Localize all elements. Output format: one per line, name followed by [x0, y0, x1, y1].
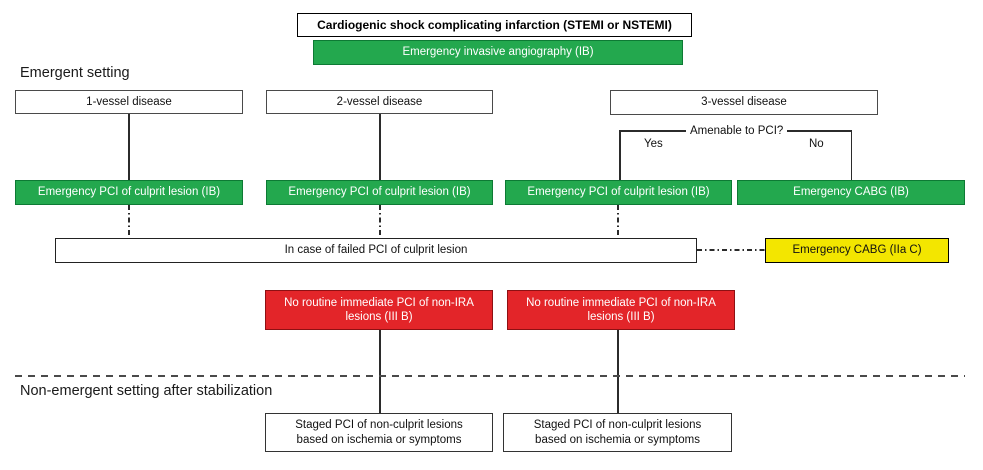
node-staged-pci-1: Staged PCI of non-culprit lesions based …	[265, 413, 493, 452]
staged-pci-2-line2: based on ischemia or symptoms	[535, 433, 700, 446]
no-routine-pci-2-line2: lesions (III B)	[587, 311, 655, 323]
connector-vessel1-pci1	[128, 114, 130, 180]
decision-no-label: No	[805, 137, 828, 151]
divider-dashed	[15, 375, 965, 377]
section-label-non-emergent: Non-emergent setting after stabilization	[20, 383, 273, 399]
node-emergency-cabg-ib: Emergency CABG (IB)	[737, 180, 965, 205]
decision-yes-label: Yes	[640, 137, 667, 151]
node-emergency-pci-culprit-1: Emergency PCI of culprit lesion (IB)	[15, 180, 243, 205]
node-emergency-pci-culprit-3: Emergency PCI of culprit lesion (IB)	[505, 180, 732, 205]
connector-pci1-failed	[128, 205, 130, 238]
staged-pci-1-line2: based on ischemia or symptoms	[296, 433, 462, 446]
node-2-vessel-disease: 2-vessel disease	[266, 90, 493, 114]
staged-pci-1-line1: Staged PCI of non-culprit lesions	[295, 419, 463, 432]
node-emergency-angiography: Emergency invasive angiography (IB)	[313, 40, 683, 65]
node-3-vessel-disease: 3-vessel disease	[610, 90, 878, 115]
node-failed-pci: In case of failed PCI of culprit lesion	[55, 238, 697, 263]
node-staged-pci-2: Staged PCI of non-culprit lesions based …	[503, 413, 732, 452]
node-title: Cardiogenic shock complicating infarctio…	[297, 13, 692, 37]
decision-question-label: Amenable to PCI?	[686, 123, 788, 138]
connector-pci3-failed	[617, 205, 619, 238]
connector-failed-cabg	[697, 249, 765, 251]
node-1-vessel-disease: 1-vessel disease	[15, 90, 243, 114]
connector-pci2-failed	[379, 205, 381, 238]
no-routine-pci-1-line1: No routine immediate PCI of non-IRA	[284, 296, 474, 309]
node-emergency-pci-culprit-2: Emergency PCI of culprit lesion (IB)	[266, 180, 493, 205]
connector-red1-staged1	[379, 330, 381, 413]
no-routine-pci-2-line1: No routine immediate PCI of non-IRA	[526, 296, 716, 309]
node-no-routine-pci-1: No routine immediate PCI of non-IRA lesi…	[265, 290, 493, 330]
no-routine-pci-1-line2: lesions (III B)	[345, 311, 413, 323]
connector-branch-yes	[619, 130, 621, 180]
staged-pci-2-line1: Staged PCI of non-culprit lesions	[533, 419, 702, 432]
section-label-emergent: Emergent setting	[20, 65, 130, 81]
connector-vessel2-pci2	[379, 114, 381, 180]
node-emergency-cabg-iiac: Emergency CABG (IIa C)	[765, 238, 949, 263]
connector-branch-no	[850, 130, 852, 180]
connector-red2-staged2	[617, 330, 619, 413]
node-no-routine-pci-2: No routine immediate PCI of non-IRA lesi…	[507, 290, 735, 330]
